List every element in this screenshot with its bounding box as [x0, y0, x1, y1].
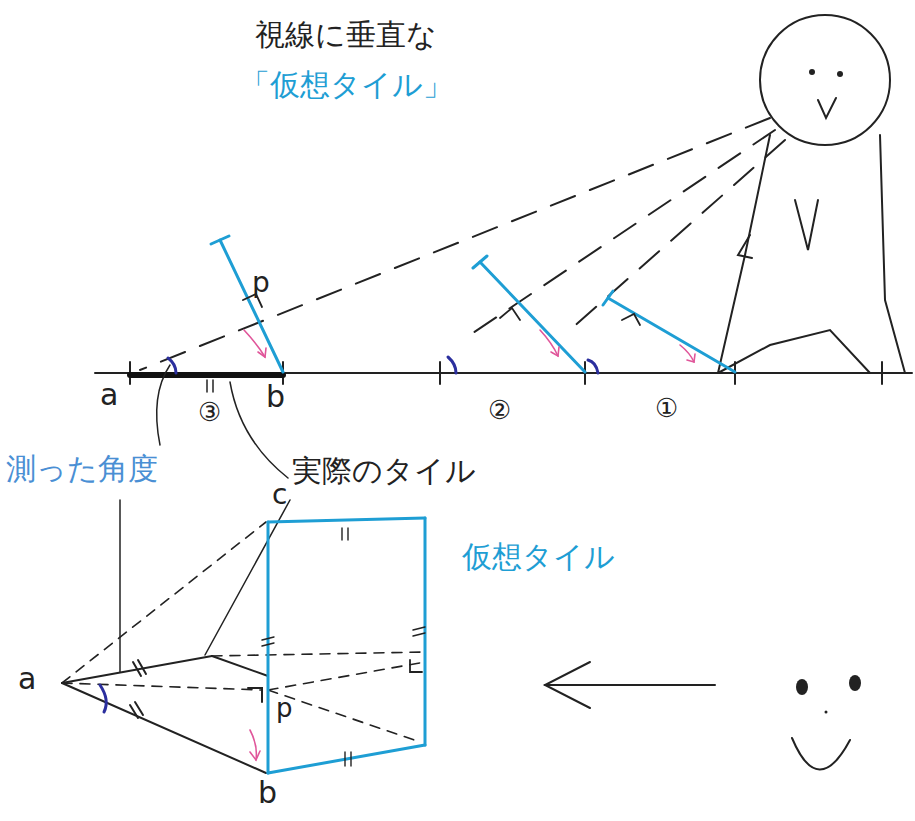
note-text: 実際のタイル [292, 454, 476, 487]
point-label: p [276, 694, 293, 723]
point-label: b [266, 380, 285, 413]
point-label: b [258, 776, 277, 809]
callout-number: ② [488, 396, 511, 425]
point-label: p [252, 268, 270, 299]
note-text: 仮想タイル [462, 540, 615, 573]
note-text: 測った角度 [6, 452, 158, 485]
point-label: a [18, 662, 36, 695]
callout-number: ③ [198, 398, 221, 427]
point-label: a [100, 378, 118, 411]
note-text: 「仮想タイル」 [240, 68, 453, 101]
point-label: c [272, 480, 287, 511]
callout-number: ① [655, 394, 678, 423]
note-text: 視線に垂直な [255, 18, 437, 51]
